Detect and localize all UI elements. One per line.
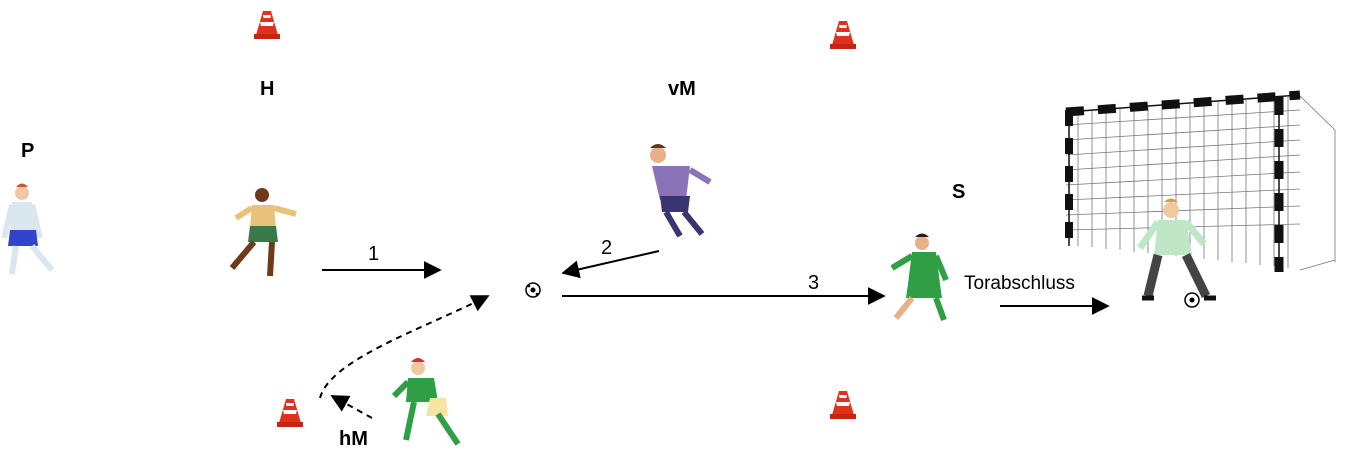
label-h: H bbox=[260, 78, 275, 100]
cone-bottom-left bbox=[277, 399, 303, 427]
goalkeeper-figure bbox=[1137, 198, 1216, 308]
player-p-figure bbox=[1, 183, 55, 275]
label-vm: vM bbox=[668, 78, 696, 100]
dashed-start-arrow bbox=[330, 395, 373, 419]
cone-top-right bbox=[830, 21, 856, 49]
step-2-label: 2 bbox=[601, 237, 613, 259]
player-vm-figure bbox=[650, 144, 712, 238]
run-arrow-2 bbox=[561, 250, 660, 279]
cone-bottom-right bbox=[830, 391, 856, 419]
player-hm-figure bbox=[391, 358, 461, 446]
label-hm: hM bbox=[339, 428, 368, 450]
dashed-run-arrow bbox=[319, 295, 490, 399]
step-1-label: 1 bbox=[368, 243, 380, 265]
player-s-figure bbox=[890, 233, 949, 322]
ball-icon bbox=[525, 282, 541, 298]
label-p: P bbox=[21, 140, 35, 162]
goal-icon bbox=[1065, 90, 1336, 272]
shot-label: Torabschluss bbox=[964, 273, 1075, 294]
step-3-label: 3 bbox=[808, 272, 820, 294]
player-h-figure bbox=[229, 188, 297, 277]
label-s: S bbox=[952, 181, 966, 203]
cone-top-left bbox=[254, 11, 280, 39]
